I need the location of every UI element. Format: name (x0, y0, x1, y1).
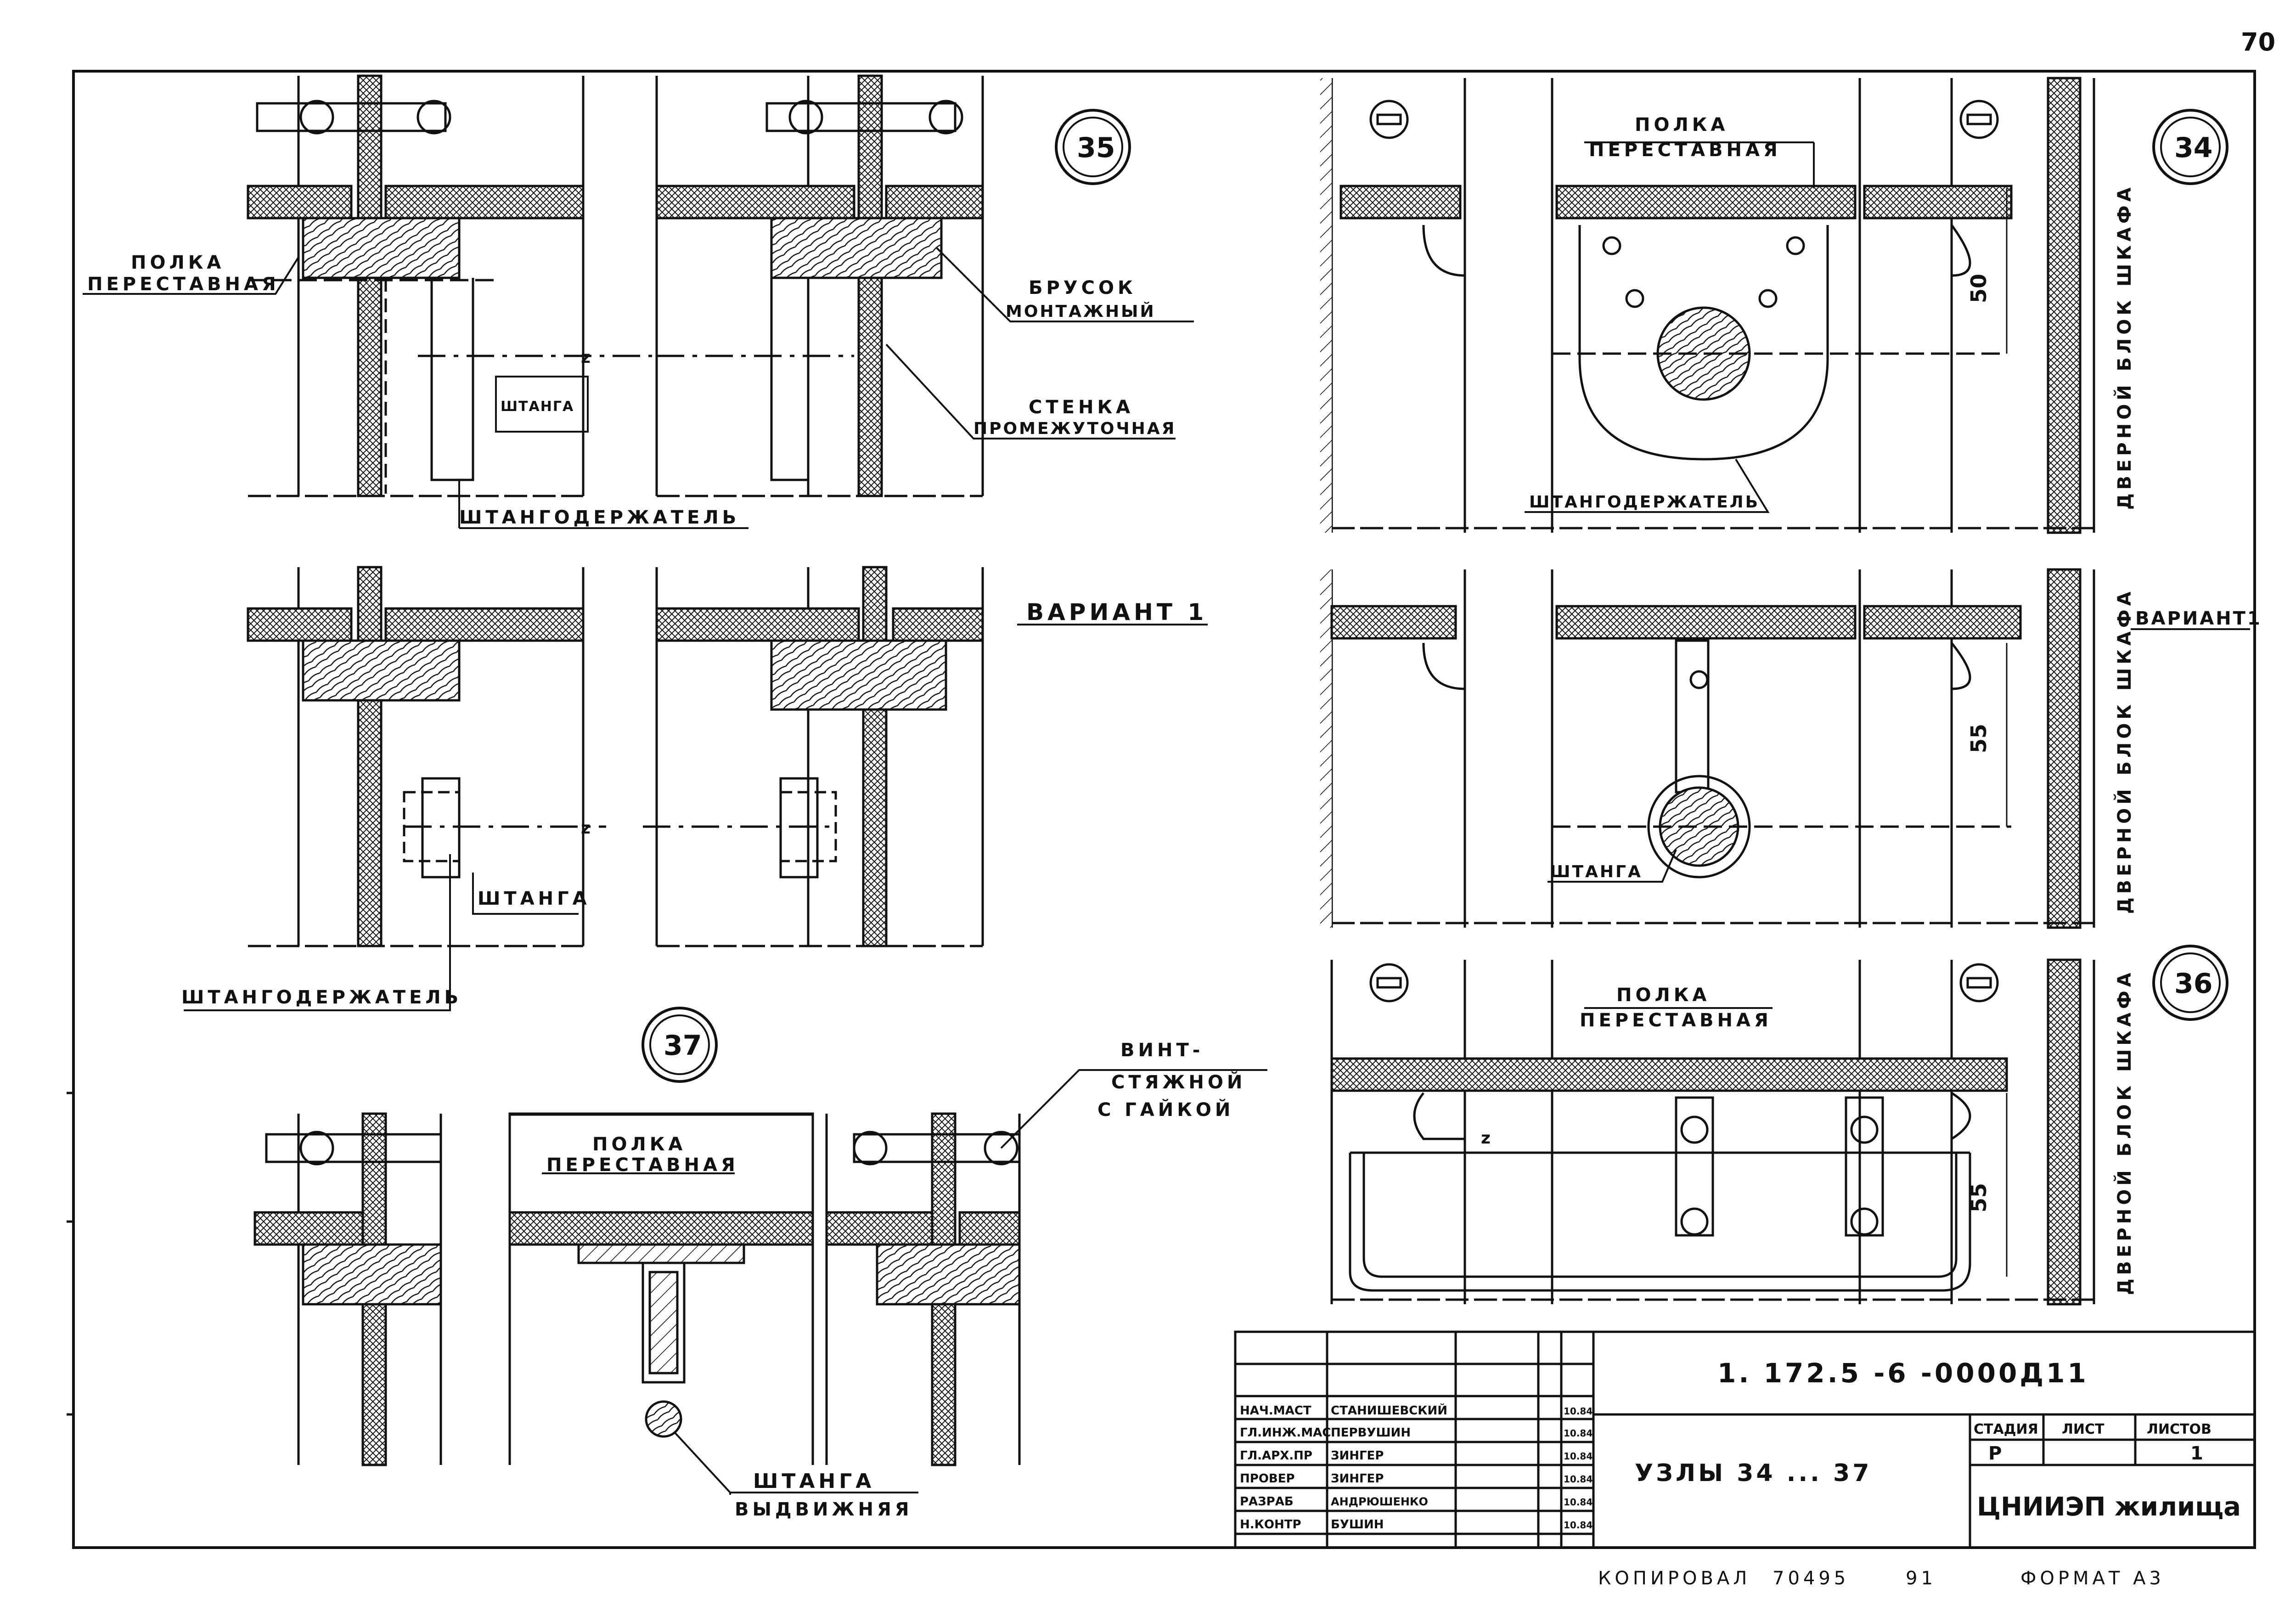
staff-role: Н.КОНТР (1240, 1518, 1301, 1532)
node-34-view (1320, 77, 2228, 534)
label-door-block-36: ДВЕРНОЙ БЛОК ШКАФА (2113, 969, 2135, 1295)
label-shtangoderzhatel-variant: ШТАНГОДЕРЖАТЕЛЬ (181, 987, 462, 1008)
label-shtangoderzhatel-35: ШТАНГОДЕРЖАТЕЛЬ (459, 507, 740, 528)
staff-name: БУШИН (1331, 1518, 1384, 1532)
label-shtanga-35: ШТАНГА (501, 399, 574, 415)
label-perestavnaya-34: ПЕРЕСТАВНАЯ (1589, 140, 1781, 161)
label-polka-36: ПОЛКА (1616, 985, 1710, 1006)
node-number-36: 36 (2174, 968, 2213, 1000)
break-mark: z (1481, 1129, 1492, 1148)
staff-role: РАЗРАБ (1240, 1495, 1294, 1509)
title-block (1234, 1330, 2256, 1549)
label-brusok: БРУСОК (1029, 277, 1137, 299)
staff-role: ГЛ.АРХ.ПР (1240, 1449, 1312, 1463)
label-variant-1-right: ВАРИАНТ1 (2135, 608, 2262, 629)
node-36-view (1330, 945, 2228, 1306)
staff-role: ПРОВЕР (1240, 1472, 1295, 1486)
staff-date: 10.84 (1564, 1520, 1593, 1531)
staff-name: ПЕРВУШИН (1331, 1426, 1411, 1440)
label-shtangoderzhatel-34: ШТАНГОДЕРЖАТЕЛЬ (1529, 493, 1760, 512)
label-promezhutochnaya: ПРОМЕЖУТОЧНАЯ (974, 419, 1176, 438)
node-37-view (253, 1007, 1021, 1466)
staff-role: НАЧ.МАСТ (1240, 1404, 1311, 1418)
node-35-variant-left-view (247, 566, 606, 947)
label-montazhny: МОНТАЖНЫЙ (1006, 302, 1156, 321)
label-polka-35: ПОЛКА (131, 252, 225, 273)
label-stenka: СТЕНКА (1029, 397, 1134, 418)
dimension-55-b: 55 (1966, 1183, 1991, 1212)
label-polka-37: ПОЛКА (592, 1134, 686, 1155)
label-variant-1: ВАРИАНТ 1 (1026, 599, 1207, 625)
label-shtanga-34: ШТАНГА (1550, 862, 1643, 881)
node-35-variant-right-view (643, 566, 984, 947)
break-mark: z (581, 819, 592, 838)
staff-date: 10.84 (1564, 1497, 1593, 1508)
label-perestavnaya-37: ПЕРЕСТАВНАЯ (546, 1155, 739, 1176)
staff-role: ГЛ.ИНЖ.МАС (1240, 1426, 1331, 1440)
sheets-value: 1 (2190, 1443, 2203, 1464)
label-styazhnoy: СТЯЖНОЙ (1111, 1071, 1246, 1093)
label-door-block-variant: ДВЕРНОЙ БЛОК ШКАФА (2113, 588, 2135, 914)
node-35-right-view (655, 74, 1131, 497)
node-number-34: 34 (2174, 132, 2213, 164)
dimension-50: 50 (1966, 274, 1991, 303)
node-number-37: 37 (664, 1030, 702, 1062)
label-shtanga-37: ШТАНГА (753, 1470, 875, 1493)
footer-copy-number: 70495 (1773, 1568, 1849, 1589)
staff-date: 10.84 (1564, 1428, 1593, 1439)
staff-date: 10.84 (1564, 1451, 1593, 1462)
node-35-left-view (247, 74, 652, 497)
staff-date: 10.84 (1564, 1406, 1593, 1417)
footer-copied: КОПИРОВАЛ (1598, 1568, 1750, 1589)
stage-header: СТАДИЯ (1974, 1421, 2038, 1437)
stage-value: Р (1988, 1443, 2002, 1464)
label-vint: ВИНТ- (1120, 1040, 1204, 1061)
node-34-variant-view (1320, 568, 2095, 929)
page-number: 70 (2241, 28, 2275, 56)
node-number-35: 35 (1077, 132, 1115, 164)
staff-name: ЗИНГЕР (1331, 1449, 1384, 1463)
sheets-header: ЛИСТОВ (2147, 1421, 2212, 1437)
label-shtanga-variant: ШТАНГА (478, 888, 591, 909)
dimension-55-a: 55 (1966, 724, 1991, 753)
sheet-header: ЛИСТ (2062, 1421, 2105, 1437)
document-code: 1. 172.5 -6 -0000Д11 (1717, 1358, 2089, 1389)
footer-year: 91 (1906, 1568, 1936, 1589)
sheet-frame (72, 70, 2256, 1549)
label-vydvizhnaya: ВЫДВИЖНЯЯ (735, 1499, 913, 1520)
staff-name: ЗИНГЕР (1331, 1472, 1384, 1486)
label-polka-34: ПОЛКА (1635, 114, 1728, 135)
staff-date: 10.84 (1564, 1474, 1593, 1485)
staff-name: АНДРЮШЕНКО (1331, 1495, 1428, 1508)
staff-name: СТАНИШЕВСКИЙ (1331, 1403, 1447, 1418)
label-perestavnaya-35: ПЕРЕСТАВНАЯ (87, 274, 280, 295)
label-perestavnaya-36: ПЕРЕСТАВНАЯ (1580, 1010, 1772, 1031)
label-door-block-34: ДВЕРНОЙ БЛОК ШКАФА (2113, 184, 2135, 510)
break-mark: z (581, 348, 592, 367)
drawing-title: УЗЛЫ 34 ... 37 (1635, 1459, 1872, 1487)
footer-format: ФОРМАТ А3 (2020, 1568, 2165, 1589)
label-s-gaykoy: С ГАЙКОЙ (1097, 1098, 1234, 1121)
organization: ЦНИИЭП жилища (1977, 1492, 2241, 1522)
